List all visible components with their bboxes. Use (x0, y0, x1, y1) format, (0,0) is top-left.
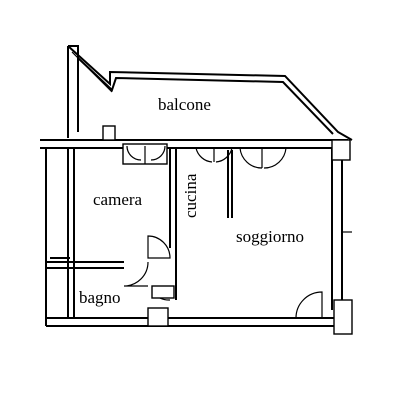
right-wall (331, 139, 353, 335)
bottom-wall (46, 307, 334, 327)
balcony-door-left (122, 143, 168, 165)
room-label-cucina: cucina (181, 173, 200, 218)
balcony-outline (67, 45, 353, 141)
partition-bagno (46, 148, 124, 318)
top-wall (40, 125, 348, 149)
balcony-door-center (195, 147, 233, 163)
left-wall (45, 148, 70, 326)
balcony-door-right (239, 147, 287, 169)
room-label-balcone: balcone (158, 95, 211, 114)
room-label-bagno: bagno (79, 288, 121, 307)
bathroom-doors (123, 235, 175, 301)
room-label-camera: camera (93, 190, 143, 209)
entrance-door (295, 291, 323, 319)
room-label-soggiorno: soggiorno (236, 227, 304, 246)
partition-camera-cucina (169, 148, 233, 300)
